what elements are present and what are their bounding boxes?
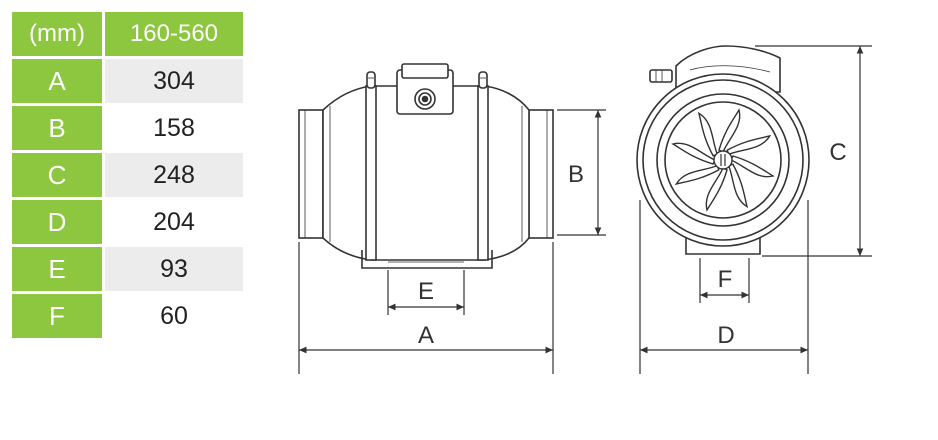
blade-3 xyxy=(730,155,775,178)
dimension-b xyxy=(557,109,606,236)
dimension-table: (mm) 160-560 A 304 B 158 C 248 D 204 E 9… xyxy=(12,12,243,338)
left-clamp-screw xyxy=(366,71,376,89)
row-value-a: 304 xyxy=(105,59,243,103)
right-clamp-screw xyxy=(478,71,488,89)
blade-1 xyxy=(718,108,741,153)
label-c: C xyxy=(829,139,846,166)
row-key-a: A xyxy=(12,59,102,103)
left-clamp-band xyxy=(365,85,377,261)
left-duct-collar xyxy=(298,109,324,239)
row-value-c: 248 xyxy=(105,153,243,197)
mounting-bracket xyxy=(361,250,493,269)
label-a: A xyxy=(418,322,434,349)
dimension-c xyxy=(755,45,872,257)
row-value-e: 93 xyxy=(105,247,243,291)
blade-4 xyxy=(727,163,749,209)
row-value-b: 158 xyxy=(105,106,243,150)
impeller xyxy=(671,108,775,212)
duct-ring-inner xyxy=(664,101,782,219)
fan-side-view xyxy=(298,63,554,269)
outer-ring xyxy=(642,79,804,241)
dimension-d xyxy=(639,200,809,374)
blade-6 xyxy=(674,164,720,186)
blade-7 xyxy=(671,142,716,165)
right-clamp-band xyxy=(477,85,489,261)
dimension-a xyxy=(298,242,554,374)
front-cable-gland xyxy=(649,69,673,83)
row-key-d: D xyxy=(12,200,102,244)
dimension-e xyxy=(387,270,465,315)
model-header: 160-560 xyxy=(105,12,243,56)
unit-header: (mm) xyxy=(12,12,102,56)
blade-8 xyxy=(697,111,719,157)
label-e: E xyxy=(418,278,434,305)
row-key-b: B xyxy=(12,106,102,150)
label-d: D xyxy=(717,322,734,349)
right-duct-collar xyxy=(528,109,554,239)
label-b: B xyxy=(568,161,584,188)
blade-2 xyxy=(726,134,772,156)
dimension-f xyxy=(699,258,750,303)
label-f: F xyxy=(718,266,733,293)
row-value-f: 60 xyxy=(105,294,243,338)
row-key-f: F xyxy=(12,294,102,338)
hub xyxy=(713,150,733,170)
row-key-c: C xyxy=(12,153,102,197)
row-value-d: 204 xyxy=(105,200,243,244)
blade-5 xyxy=(705,167,728,212)
row-key-e: E xyxy=(12,247,102,291)
